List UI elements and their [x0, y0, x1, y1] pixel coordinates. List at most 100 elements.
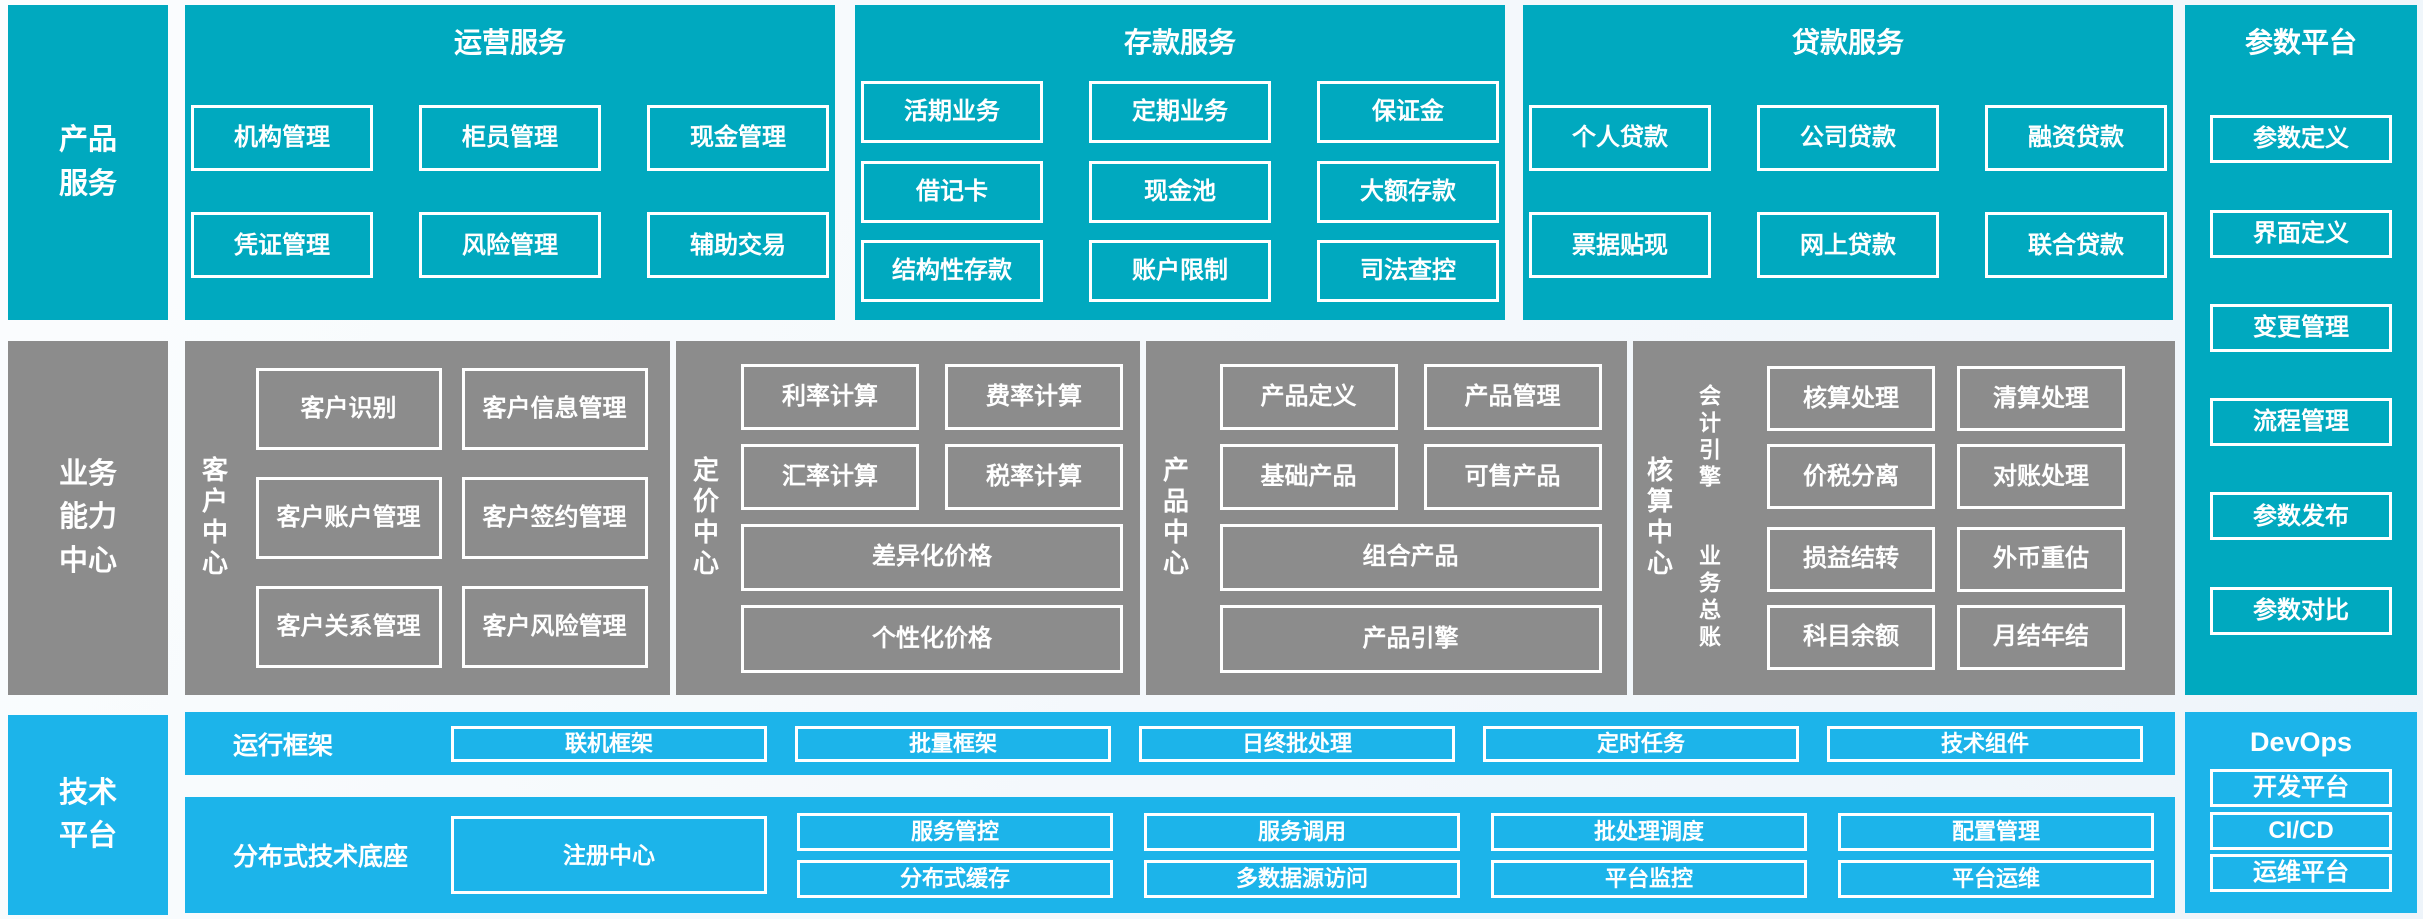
module-box: 个人贷款	[1529, 104, 1711, 171]
module-box: 损益结转	[1767, 526, 1935, 592]
customer-center-label: 客户中心	[185, 341, 243, 695]
module-box: 界面定义	[2210, 209, 2392, 258]
module-box: 产品引擎	[1219, 604, 1602, 673]
module-box: 联合贷款	[1985, 212, 2167, 279]
module-box: 现金管理	[647, 104, 829, 171]
accounting-center-label: 核算中心	[1633, 341, 1685, 695]
module-box: 产品管理	[1423, 363, 1602, 430]
module-box: CI/CD	[2210, 811, 2392, 850]
business-ledger-label-text: 业务总账	[1696, 544, 1721, 653]
module-box: 汇率计算	[741, 443, 919, 510]
module-box: 外币重估	[1957, 526, 2125, 592]
module-box: 保证金	[1317, 80, 1499, 143]
module-box: 平台运维	[1838, 859, 2154, 898]
module-box: 批量框架	[795, 725, 1111, 762]
module-box: 大额存款	[1317, 160, 1499, 223]
accounting-center-label-text: 核算中心	[1643, 456, 1674, 580]
module-box: 风险管理	[419, 212, 601, 279]
module-box: 客户签约管理	[461, 477, 648, 559]
business-ledger-group: 业务总账 损益结转 外币重估 科目余额 月结年结	[1685, 526, 2161, 670]
accounting-groups: 会计引擎 核算处理 清算处理 价税分离 对账处理 业务总账 损益结转 外币重估 …	[1685, 341, 2175, 695]
module-box: 票据贴现	[1529, 212, 1711, 279]
module-box: 客户账户管理	[255, 477, 442, 559]
module-box: 机构管理	[191, 104, 373, 171]
deposit-grid: 活期业务 定期业务 保证金 借记卡 现金池 大额存款 结构性存款 账户限制 司法…	[855, 63, 1505, 320]
module-box: 融资贷款	[1985, 104, 2167, 171]
module-box: 客户信息管理	[461, 368, 648, 450]
panel-deposit-title: 存款服务	[1123, 27, 1236, 58]
module-box: 活期业务	[861, 80, 1043, 143]
module-box: 流程管理	[2210, 398, 2392, 447]
module-box: 配置管理	[1838, 812, 2154, 851]
module-box: 参数发布	[2210, 492, 2392, 541]
module-box: 变更管理	[2210, 303, 2392, 352]
rail-product-services-label: 产品服务	[58, 124, 117, 200]
module-box: 平台监控	[1491, 859, 1807, 898]
pricing-center-label-text: 定价中心	[689, 456, 720, 580]
module-box: 技术组件	[1827, 725, 2143, 762]
module-box: 公司贷款	[1757, 104, 1939, 171]
module-box: 科目余额	[1767, 604, 1935, 670]
module-box: 注册中心	[451, 816, 767, 894]
module-box: 利率计算	[741, 363, 919, 430]
customer-center-label-text: 客户中心	[198, 456, 229, 580]
panel-distributed-base: 分布式技术底座 注册中心 服务管控 服务调用 批处理调度 配置管理 分布式缓存 …	[185, 797, 2175, 913]
panel-pricing-center: 定价中心 利率计算 费率计算 汇率计算 税率计算 差异化价格 个性化价格	[676, 341, 1140, 695]
devops-stack: 开发平台 CI/CD 运维平台	[2210, 762, 2392, 913]
module-box: 组合产品	[1219, 523, 1602, 591]
customer-grid: 客户识别 客户信息管理 客户账户管理 客户签约管理 客户关系管理 客户风险管理	[243, 341, 670, 695]
module-box: 开发平台	[2210, 768, 2392, 807]
accounting-engine-grid: 核算处理 清算处理 价税分离 对账处理	[1731, 366, 2161, 510]
panel-operations-title: 运营服务	[453, 27, 566, 58]
loan-grid: 个人贷款 公司贷款 融资贷款 票据贴现 网上贷款 联合贷款	[1523, 63, 2173, 320]
distributed-base-label: 分布式技术底座	[233, 843, 409, 871]
accounting-engine-label-text: 会计引擎	[1696, 383, 1721, 492]
module-box: 服务调用	[1144, 812, 1460, 851]
panel-devops: DevOps 开发平台 CI/CD 运维平台	[2185, 712, 2417, 913]
module-box: 网上贷款	[1757, 212, 1939, 279]
product-grid: 产品定义 产品管理 基础产品 可售产品 组合产品 产品引擎	[1204, 341, 1627, 695]
module-box: 参数对比	[2210, 586, 2392, 635]
module-box: 产品定义	[1219, 363, 1398, 430]
operations-grid: 机构管理 柜员管理 现金管理 凭证管理 风险管理 辅助交易	[185, 63, 835, 320]
panel-accounting-center: 核算中心 会计引擎 核算处理 清算处理 价税分离 对账处理 业务总账 损	[1633, 341, 2175, 695]
module-box: 基础产品	[1219, 443, 1398, 510]
panel-deposit-services: 存款服务 活期业务 定期业务 保证金 借记卡 现金池 大额存款 结构性存款 账户…	[855, 5, 1505, 320]
distributed-grid: 服务管控 服务调用 批处理调度 配置管理 分布式缓存 多数据源访问 平台监控 平…	[797, 812, 2178, 898]
panel-product-center: 产品中心 产品定义 产品管理 基础产品 可售产品 组合产品 产品引擎	[1146, 341, 1627, 695]
module-box: 价税分离	[1767, 444, 1935, 510]
accounting-engine-label: 会计引擎	[1685, 384, 1731, 492]
module-box: 凭证管理	[191, 212, 373, 279]
module-box: 客户风险管理	[461, 586, 648, 668]
panel-runtime-framework: 运行框架 联机框架 批量框架 日终批处理 定时任务 技术组件	[185, 712, 2175, 775]
module-box: 定时任务	[1483, 725, 1799, 762]
runtime-framework-label: 运行框架	[233, 731, 334, 760]
business-ledger-grid: 损益结转 外币重估 科目余额 月结年结	[1731, 526, 2161, 670]
rail-tech-platform-label: 技术平台	[58, 776, 117, 853]
parameter-stack: 参数定义 界面定义 变更管理 流程管理 参数发布 参数对比	[2185, 63, 2417, 695]
module-box: 费率计算	[945, 363, 1123, 430]
module-box: 日终批处理	[1139, 725, 1455, 762]
product-center-label-text: 产品中心	[1159, 456, 1190, 580]
panel-customer-center: 客户中心 客户识别 客户信息管理 客户账户管理 客户签约管理 客户关系管理 客户…	[185, 341, 670, 695]
devops-title: DevOps	[2249, 726, 2353, 757]
module-box: 服务管控	[797, 812, 1113, 851]
module-box: 客户识别	[255, 368, 442, 450]
module-box: 对账处理	[1957, 444, 2125, 510]
business-ledger-label: 业务总账	[1685, 544, 1731, 652]
module-box: 税率计算	[945, 443, 1123, 510]
module-box: 个性化价格	[741, 604, 1123, 673]
module-box: 借记卡	[861, 160, 1043, 223]
module-box: 差异化价格	[741, 523, 1123, 591]
panel-parameter-title: 参数平台	[2244, 27, 2357, 58]
pricing-grid: 利率计算 费率计算 汇率计算 税率计算 差异化价格 个性化价格	[734, 341, 1140, 695]
accounting-engine-group: 会计引擎 核算处理 清算处理 价税分离 对账处理	[1685, 366, 2161, 510]
module-box: 柜员管理	[419, 104, 601, 171]
panel-operations-services: 运营服务 机构管理 柜员管理 现金管理 凭证管理 风险管理 辅助交易	[185, 5, 835, 320]
module-box: 分布式缓存	[797, 859, 1113, 898]
module-box: 现金池	[1089, 160, 1271, 223]
runtime-buttons: 联机框架 批量框架 日终批处理 定时任务 技术组件	[451, 725, 2175, 762]
module-box: 辅助交易	[647, 212, 829, 279]
rail-business-capability: 业务能力中心	[8, 341, 168, 695]
